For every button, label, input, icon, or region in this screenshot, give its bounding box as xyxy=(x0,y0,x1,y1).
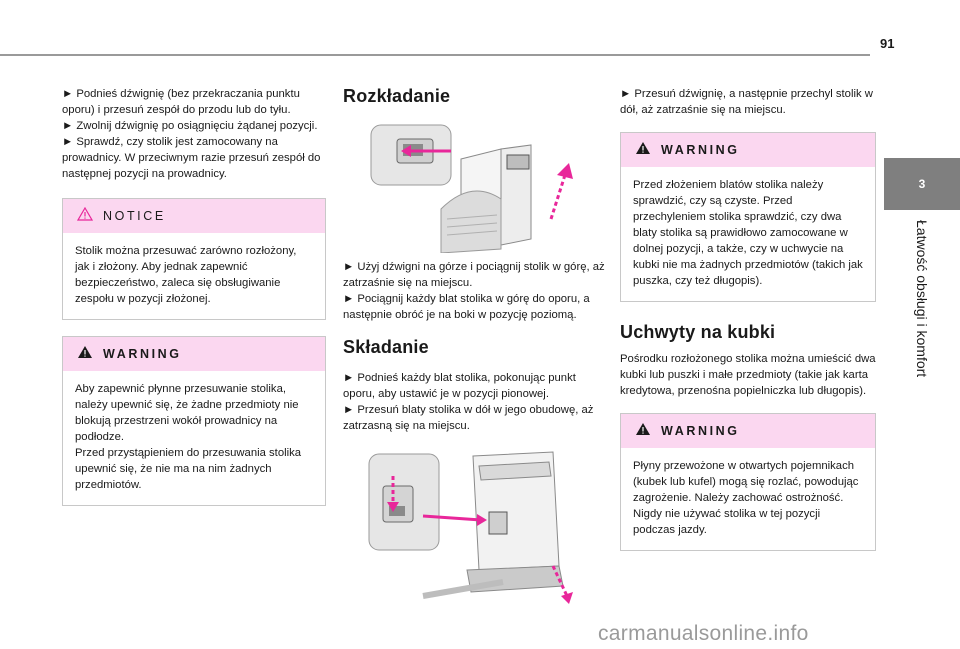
warning-label-left: WARNING xyxy=(103,347,182,361)
column-middle: Rozkładanie ► Użyj dźwigni na górze i po… xyxy=(343,86,605,606)
warning-label-right-1: WARNING xyxy=(661,143,740,157)
column-right: ► Przesuń dźwignię, a następnie przechyl… xyxy=(620,86,876,551)
warning-triangle-icon xyxy=(635,141,651,160)
warning-text-right-2: Płyny przewożone w otwartych pojemnikach… xyxy=(633,460,859,536)
intro-line-2: ► Zwolnij dźwignię po osiągnięciu żądane… xyxy=(62,120,318,132)
warning-box-right-1: WARNING Przed złożeniem blatów stolika n… xyxy=(620,132,876,302)
warning-header-left: WARNING xyxy=(63,337,325,371)
warning-header-right-2: WARNING xyxy=(621,414,875,448)
warning-triangle-icon xyxy=(635,422,651,441)
fold-line-1: ► Podnieś każdy blat stolika, pokonując … xyxy=(343,372,576,400)
warning-box-right-2: WARNING Płyny przewożone w otwartych poj… xyxy=(620,413,876,551)
fold-illustration xyxy=(363,446,605,606)
page-number: 91 xyxy=(880,36,895,51)
notice-label: NOTICE xyxy=(103,209,166,223)
warning-line-2: Przed przystąpieniem do przesuwania stol… xyxy=(75,447,302,491)
warning-line-1: Aby zapewnić płynne przesuwanie stolika,… xyxy=(75,383,299,443)
warning-text-right-1: Przed złożeniem blatów stolika należy sp… xyxy=(633,179,863,287)
cup-holder-text: Pośrodku rozłożonego stolika można umieś… xyxy=(620,353,876,397)
watermark: carmanualsonline.info xyxy=(598,622,809,645)
chapter-tab: 3 xyxy=(884,158,960,210)
column-left: ► Podnieś dźwignię (bez przekraczania pu… xyxy=(62,86,326,506)
warning-header-right-1: WARNING xyxy=(621,133,875,167)
warning-text-left: Aby zapewnić płynne przesuwanie stolika,… xyxy=(63,371,325,505)
warning-label-right-2: WARNING xyxy=(661,424,740,438)
fold-line-2: ► Przesuń blaty stolika w dół w jego obu… xyxy=(343,404,594,432)
unfold-illustration xyxy=(351,119,605,253)
notice-triangle-icon xyxy=(76,206,94,226)
intro-line-3: ► Sprawdź, czy stolik jest zamocowany na… xyxy=(62,136,321,180)
notice-header: NOTICE xyxy=(63,199,325,233)
cup-holder-heading: Uchwyty na kubki xyxy=(620,322,776,342)
intro-line-1: ► Podnieś dźwignię (bez przekraczania pu… xyxy=(62,88,300,116)
warning-box-left: WARNING Aby zapewnić płynne przesuwanie … xyxy=(62,336,326,506)
top-rule xyxy=(0,54,870,56)
notice-box: NOTICE Stolik można przesuwać zarówno ro… xyxy=(62,198,326,320)
warning-triangle-icon xyxy=(77,345,93,364)
chapter-tab-strip xyxy=(884,210,960,480)
unfold-line-1: ► Użyj dźwigni na górze i pociągnij stol… xyxy=(343,261,605,289)
notice-text: Stolik można przesuwać zarówno rozłożony… xyxy=(75,245,297,305)
unfold-line-2: ► Pociągnij każdy blat stolika w górę do… xyxy=(343,293,590,321)
chapter-title: Łatwość obsługi i komfort xyxy=(914,220,930,378)
tilt-intro: ► Przesuń dźwignię, a następnie przechyl… xyxy=(620,88,873,116)
fold-heading: Składanie xyxy=(343,337,429,357)
unfold-heading: Rozkładanie xyxy=(343,86,451,106)
